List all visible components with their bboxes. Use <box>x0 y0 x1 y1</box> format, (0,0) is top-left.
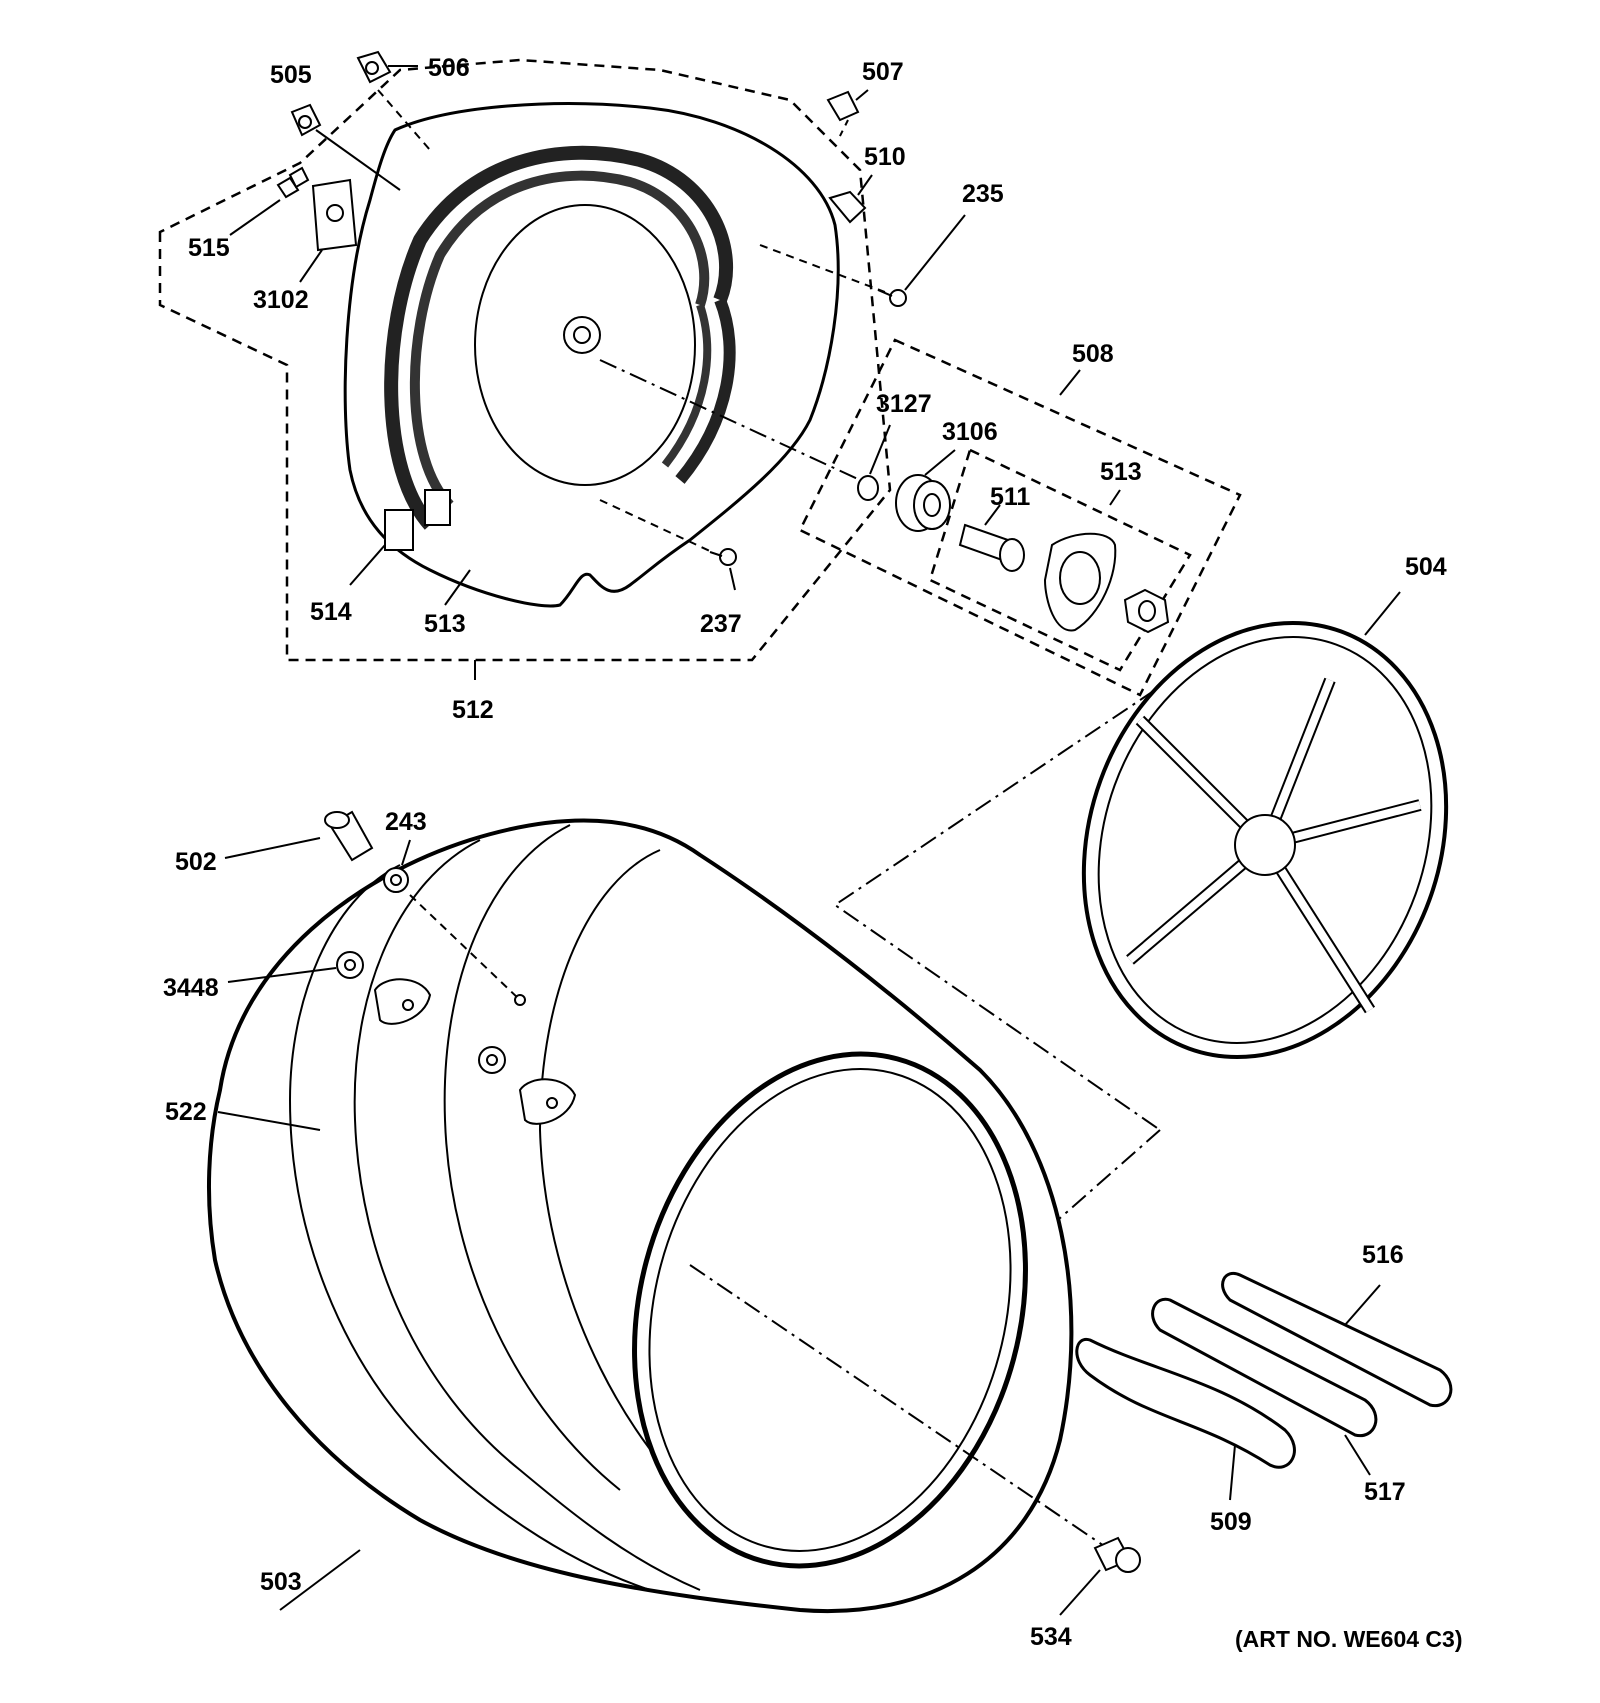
bulkhead-hub-center <box>573 326 591 344</box>
thermistor-507 <box>826 89 869 141</box>
label-516: 516 <box>1362 1241 1404 1269</box>
label-502: 502 <box>175 848 217 876</box>
lifter-516 <box>1221 1271 1453 1408</box>
label-3127: 3127 <box>876 390 932 418</box>
clip-515 <box>229 166 310 236</box>
label-513-bulkhead: 513 <box>424 610 466 638</box>
bulkhead-terminal-block-2 <box>424 489 451 526</box>
label-511: 511 <box>990 483 1030 511</box>
drum-rear-504 <box>1081 591 1449 1060</box>
bearing-kit-508 <box>798 338 1242 697</box>
lifter-517 <box>1151 1297 1378 1476</box>
ring-3127 <box>857 475 879 501</box>
bolt-502 <box>224 810 374 862</box>
lifter-509 <box>1075 1337 1296 1501</box>
drum-front-opening <box>632 1051 1028 1569</box>
art-number: (ART NO. WE604 C3) <box>1235 1626 1462 1652</box>
thermostat-505 <box>290 103 401 191</box>
label-243: 243 <box>385 808 427 836</box>
gasket-3102 <box>299 178 358 283</box>
label-514: 514 <box>310 598 352 626</box>
heater-coil-outer <box>384 145 734 530</box>
assembly-512-boundary <box>158 58 892 662</box>
label-3102: 3102 <box>253 286 309 314</box>
heater-coil-right-inner <box>661 303 712 468</box>
label-508: 508 <box>1072 340 1114 368</box>
screw-235 <box>759 214 966 307</box>
label-509: 509 <box>1210 1508 1252 1536</box>
label-510: 510 <box>864 143 906 171</box>
label-507: 507 <box>862 58 904 86</box>
label-3106: 3106 <box>942 418 998 446</box>
kit-508-boundary <box>798 338 1242 697</box>
rear-bulkhead-assembly <box>158 58 892 662</box>
bulkhead-terminal-block <box>384 509 414 551</box>
drum-rib-2 <box>353 839 701 1591</box>
label-515: 515 <box>188 234 230 262</box>
label-504: 504 <box>1405 553 1447 581</box>
leader-514 <box>349 544 386 586</box>
label-512: 512 <box>452 696 494 724</box>
washer-243 <box>383 839 521 1001</box>
drum-axis <box>689 1264 1111 1551</box>
drum-503 <box>206 818 1074 1613</box>
label-237: 237 <box>700 610 742 638</box>
screw-237 <box>599 499 737 591</box>
heater-coil-right <box>675 297 736 484</box>
label-513-kit: 513 <box>1100 458 1142 486</box>
assembly-axis-upper <box>599 359 861 481</box>
label-517: 517 <box>1364 1478 1406 1506</box>
label-534: 534 <box>1030 1623 1072 1651</box>
kit-513-boundary <box>928 448 1192 672</box>
washer-3448 <box>227 951 506 1074</box>
label-506: 506 <box>428 54 470 82</box>
label-235: 235 <box>962 180 1004 208</box>
label-503: 503 <box>260 1568 302 1596</box>
drum-lifter-slot-1 <box>373 978 432 1025</box>
heater-coil-inner <box>409 170 710 509</box>
drum-rear-hub <box>1234 814 1296 876</box>
drum-rib-3 <box>443 824 621 1491</box>
screw-534 <box>1059 1536 1141 1616</box>
label-522: 522 <box>165 1098 207 1126</box>
label-3448: 3448 <box>163 974 219 1002</box>
leader-513b <box>444 569 471 606</box>
bulkhead-inner-disc <box>474 204 696 486</box>
thermostat-506 <box>356 50 431 151</box>
leader-522 <box>217 1111 321 1131</box>
drum-rib-1 <box>288 864 651 1591</box>
part-labels: 505 506 507 510 235 515 3102 508 3127 31… <box>163 54 1462 1652</box>
clip-510 <box>828 174 873 224</box>
label-505: 505 <box>270 61 312 89</box>
